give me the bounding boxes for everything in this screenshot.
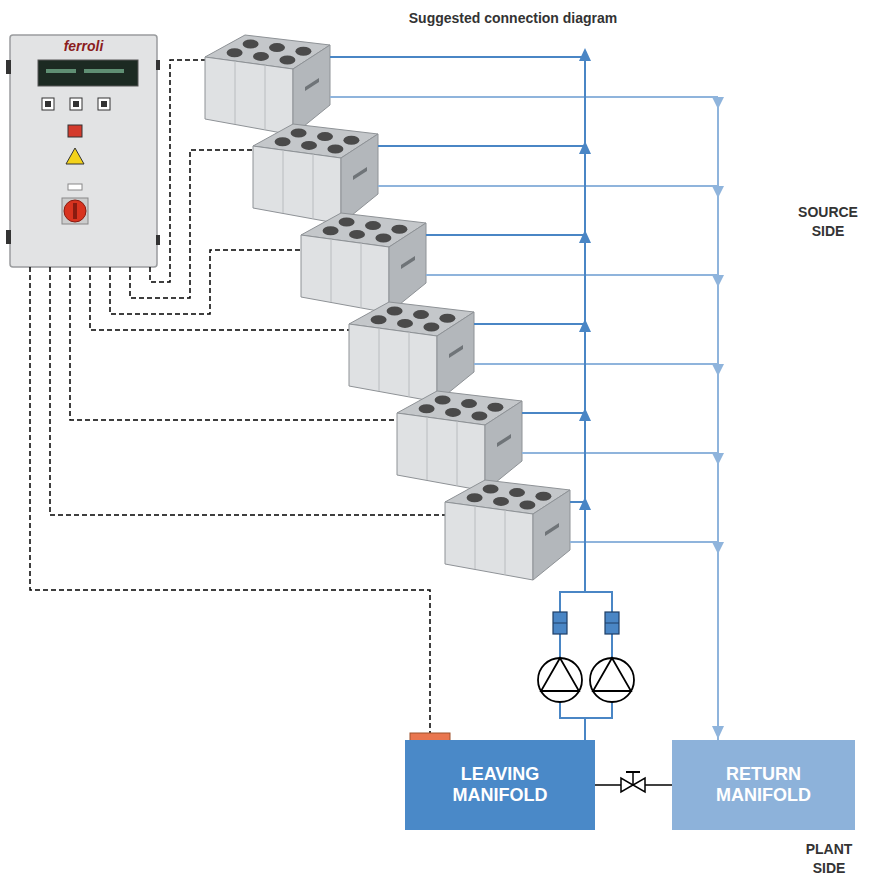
valve-stem (632, 772, 634, 785)
flow-arrow (712, 453, 724, 465)
leaving-pipe (426, 234, 585, 236)
manifold-box: LEAVING MANIFOLD (405, 740, 595, 830)
pump-triangle (541, 658, 579, 691)
control-wire (150, 60, 205, 282)
bypass-valve (633, 778, 645, 792)
return-pipe (522, 452, 718, 454)
flow-arrow (579, 48, 591, 61)
control-panel-body (10, 35, 157, 267)
chiller-unit (349, 302, 474, 402)
display (38, 60, 138, 86)
flow-arrow (712, 726, 724, 739)
warning-sign (66, 148, 84, 164)
pump-symbol (538, 658, 582, 702)
control-wire (110, 250, 301, 314)
node-text: ferroli (19, 38, 149, 54)
node-text: RETURN MANIFOLD (704, 764, 824, 805)
node-text: LEAVING MANIFOLD (440, 764, 560, 805)
indicator-light (68, 125, 82, 137)
pump-triangle (593, 658, 631, 691)
control-panel: ferroli (10, 35, 157, 267)
side-label: PLANT SIDE (791, 840, 867, 878)
check-valve-seat (553, 623, 567, 624)
switch-handle (73, 203, 77, 219)
flow-arrow (579, 141, 591, 154)
return-pipe (474, 363, 718, 365)
flow-arrow (712, 97, 724, 109)
main-switch (64, 200, 86, 222)
leaving-pipe (474, 323, 585, 325)
button-face (73, 101, 79, 107)
flow-arrow (579, 230, 591, 243)
flow-arrow (579, 319, 591, 332)
latch (156, 60, 160, 70)
return-pipe (378, 185, 718, 187)
button-face (45, 101, 51, 107)
button (98, 98, 110, 110)
bypass-valve (621, 778, 633, 792)
flow-arrow (579, 408, 591, 421)
manifold-box: RETURN MANIFOLD (672, 740, 855, 830)
leaving-pipe (378, 145, 585, 147)
latch (156, 235, 160, 245)
label-plate (68, 184, 82, 190)
side-label: SOURCE SIDE (788, 203, 868, 241)
flow-arrow (712, 186, 724, 198)
check-valve (553, 612, 567, 634)
control-wire (130, 150, 253, 298)
chiller-unit (445, 480, 570, 580)
flow-arrow (579, 497, 591, 510)
flow-arrow (712, 275, 724, 287)
flow-arrow (712, 542, 724, 554)
display-segment (46, 69, 76, 73)
button (42, 98, 54, 110)
button-face (101, 101, 107, 107)
return-pipe (330, 96, 718, 98)
check-valve-seat (605, 623, 619, 624)
chiller-unit (397, 391, 522, 491)
chiller-unit (205, 35, 330, 135)
pump-symbol (590, 658, 634, 702)
flow-arrow (712, 364, 724, 376)
hinge (6, 230, 11, 244)
check-valve (605, 612, 619, 634)
display-segment (84, 69, 124, 73)
leaving-pipe (330, 56, 585, 58)
hinge (6, 60, 11, 74)
button (70, 98, 82, 110)
switch-plate (62, 198, 88, 224)
leaving-pipe (522, 412, 585, 414)
return-pipe (570, 541, 718, 543)
valve-handle (626, 771, 640, 773)
chiller-unit (253, 124, 378, 224)
diagram-title: Suggested connection diagram (370, 9, 656, 28)
chiller-unit (301, 213, 426, 313)
return-pipe (426, 274, 718, 276)
